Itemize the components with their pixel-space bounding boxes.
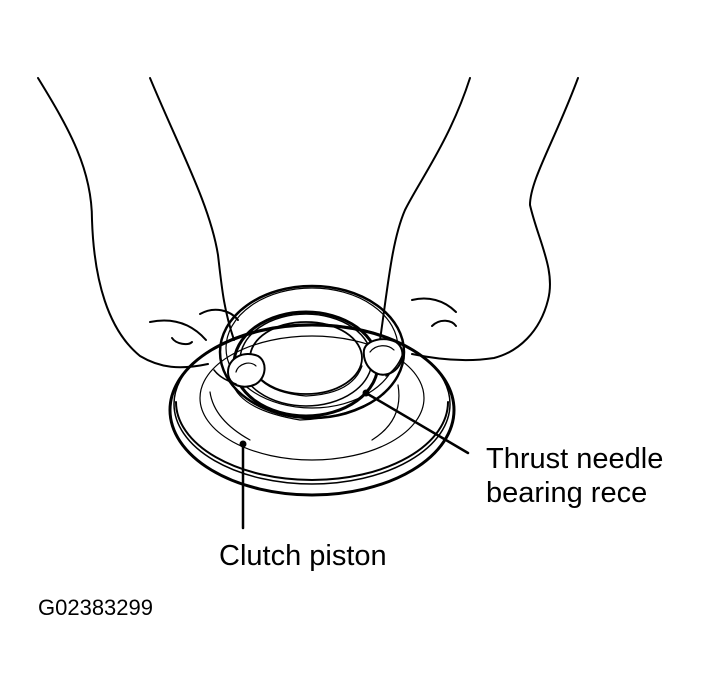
leader-lines: [241, 391, 470, 530]
clutch-piston: [168, 284, 456, 497]
figure-code: G02383299: [38, 595, 153, 620]
thrust-race-label-line1: Thrust needle: [486, 443, 664, 475]
leader-dot-piston: [239, 440, 247, 448]
thrust-race-label-line2: bearing rece: [486, 477, 648, 509]
left-hand: [37, 77, 266, 388]
clutch-piston-label: Clutch piston: [219, 540, 387, 572]
leader-dot-thrust: [362, 389, 370, 397]
leader-thrust-race: [364, 391, 470, 455]
right-hand: [362, 77, 579, 377]
